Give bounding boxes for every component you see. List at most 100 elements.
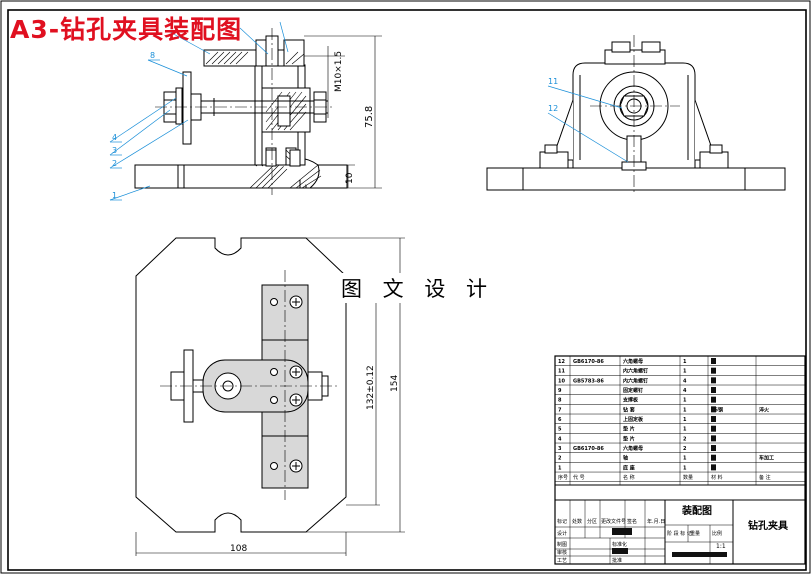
title-block: [554, 355, 806, 565]
bom-cell-qty: 4: [683, 378, 687, 384]
role-process: 工艺: [557, 558, 567, 564]
bom-cell-qty: 1: [683, 407, 687, 413]
bom-material-mark: [711, 464, 716, 471]
bom-cell-qty: 1: [683, 465, 687, 471]
bom-cell-no: 4: [558, 436, 562, 442]
bom-material-mark: [711, 387, 716, 394]
bom-cell-no: 11: [558, 369, 565, 375]
bom-cell-name: 垫 片: [623, 435, 635, 442]
bom-header-material: 材 料: [711, 474, 723, 481]
side-view: [486, 35, 786, 195]
change-label-3: 更改文件号: [601, 518, 626, 525]
bom-cell-note: 车加工: [759, 455, 774, 462]
weight-label: 重量: [690, 530, 700, 537]
change-label-1: 处数: [572, 518, 582, 525]
bom-cell-qty: 1: [683, 427, 687, 433]
bom-material-mark: [711, 377, 716, 384]
bom-material-mark: [711, 406, 716, 413]
bom-cell-code: GB6170-86: [573, 359, 604, 365]
change-label-0: 标记: [557, 518, 567, 525]
callout-4: 4: [112, 133, 117, 142]
bom-cell-no: 6: [558, 417, 562, 423]
bom-cell-code: GB6170-86: [573, 446, 604, 452]
bom-material-mark: [711, 454, 716, 461]
bom-material-mark: [711, 445, 716, 452]
bom-cell-qty: 2: [683, 436, 687, 442]
inner-border: [7, 9, 807, 571]
bom-header-name: 名 称: [623, 474, 635, 481]
bom-material-mark: [711, 435, 716, 442]
front-callouts: 8 4 3 2 1: [112, 51, 155, 200]
front-view: [134, 28, 382, 195]
front-view-labels: M10×1.5 75.8 10: [334, 51, 375, 184]
change-label-2: 分区: [587, 518, 597, 525]
role-draw: 制图: [557, 541, 567, 548]
bom-cell-qty: 1: [683, 359, 687, 365]
bom-cell-qty: 1: [683, 369, 687, 375]
side-top-plate: [604, 49, 666, 65]
callout-8: 8: [150, 51, 155, 60]
bom-cell-name: 轴: [623, 455, 628, 462]
side-base: [486, 167, 786, 191]
title-block-text: 装配图 钻孔夹具 1:1 标记 处数 分区 更改文件号 签名 年.月.日 设计 …: [557, 504, 788, 564]
bom-material-mark: [711, 425, 716, 432]
bom-cell-qty: 1: [683, 456, 687, 462]
standardize-label: 标准化: [612, 541, 627, 548]
drawing-name: 装配图: [681, 504, 712, 517]
bom-cell-note: 淬火: [759, 406, 770, 413]
bom-cell-name: 六角螺母: [623, 445, 643, 452]
bom-header-code: 代 号: [573, 474, 585, 481]
approve-label: 批准: [612, 557, 622, 564]
bom-cell-no: 2: [558, 456, 562, 462]
role-design: 设计: [557, 530, 567, 537]
bom-cell-name: 上固定板: [623, 416, 644, 423]
bom-cell-code: GB5783-86: [573, 378, 604, 384]
bom-cell-name: 内六角螺钉: [623, 368, 648, 375]
bom-material-mark: [711, 358, 716, 364]
bom-header-note: 备 注: [759, 474, 771, 481]
bom-cell-material: 45钢: [711, 406, 723, 413]
span-dimension: 132±0.12: [366, 365, 376, 410]
overall-dimension: 154: [390, 375, 400, 392]
scale-value: 1:1: [716, 543, 726, 550]
callout-3: 3: [112, 146, 117, 155]
bom-cell-no: 3: [558, 446, 562, 452]
base-dimension: 10: [345, 172, 355, 184]
stage-label: 阶 段 标 记: [667, 530, 692, 537]
bom-cell-name: 固定螺钉: [623, 387, 643, 394]
callout-12: 12: [548, 104, 558, 113]
bom-material-mark: [711, 416, 716, 423]
base-hatch: [249, 164, 292, 189]
change-label-4: 签名: [627, 518, 637, 525]
bom-cell-name: 支撑板: [622, 397, 639, 404]
product-name: 钻孔夹具: [748, 519, 788, 532]
bom-cell-no: 8: [558, 398, 562, 404]
bom-cell-no: 12: [558, 359, 565, 365]
bom-cell-qty: 1: [683, 398, 687, 404]
support-plate: [182, 71, 192, 145]
side-leaders: [547, 85, 629, 163]
bom-cell-name: 底 座: [622, 464, 635, 471]
bom-header-no: 序号: [558, 474, 568, 481]
callout-2: 2: [112, 159, 117, 168]
bom-cell-no: 9: [558, 388, 562, 394]
bom-cell-qty: 1: [683, 417, 687, 423]
height-dimension: 75.8: [364, 106, 375, 128]
bom-cell-name: 六角螺母: [623, 358, 643, 365]
bom-material-mark: [711, 367, 716, 374]
bom-cell-name: 垫 片: [623, 426, 635, 433]
bom-header-qty: 数量: [683, 474, 693, 481]
bom-cell-no: 7: [558, 407, 562, 413]
bom-cell-qty: 4: [683, 388, 687, 394]
callout-11: 11: [548, 77, 558, 86]
top-view: [135, 237, 405, 556]
bom-material-mark: [711, 396, 716, 403]
bom-cell-no: 1: [558, 465, 562, 471]
drawing-title: A3-钻孔夹具装配图: [10, 15, 243, 44]
thread-dimension: M10×1.5: [334, 51, 344, 92]
front-leaders: [109, 21, 289, 201]
